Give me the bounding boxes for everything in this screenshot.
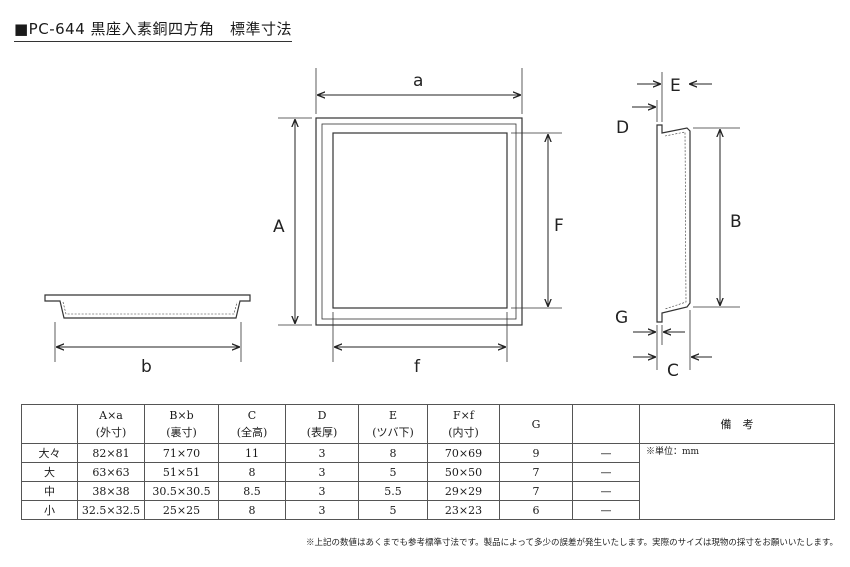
dim-label-E: E	[670, 76, 681, 96]
table-cell: 51×51	[144, 462, 219, 482]
table-cell: 30.5×30.5	[144, 481, 219, 501]
table-cell: 5.5	[358, 481, 428, 501]
table-header-cell: B×b(裏寸)	[144, 404, 219, 444]
dim-label-A: A	[273, 217, 285, 237]
dim-label-b: b	[141, 357, 152, 377]
table-cell: 小	[21, 500, 78, 520]
side-section-view	[656, 72, 740, 370]
table-cell: 8	[218, 500, 286, 520]
table-cell: 3	[285, 462, 359, 482]
footnote: ※上記の数値はあくまでも参考標準寸法です。製品によって多少の誤差が発生いたします…	[305, 538, 838, 548]
dim-label-D: D	[616, 118, 629, 138]
table-cell: 3	[285, 500, 359, 520]
table-cell: 38×38	[77, 481, 145, 501]
table-cell: 7	[499, 481, 573, 501]
table-header-cell: G	[499, 404, 573, 444]
table-header-row: A×a(外寸) B×b(裏寸) C(全高) D(表厚) E(ツバ下) F×f(内…	[21, 404, 835, 444]
table-cell: 50×50	[427, 462, 500, 482]
table-cell: 大々	[21, 443, 78, 463]
table-header-cell	[572, 404, 640, 444]
table-row: 大々 82×81 71×70 11 3 8 70×69 9 — ※単位：mm	[21, 443, 835, 520]
table-cell: 3	[285, 481, 359, 501]
table-header-cell: A×a(外寸)	[77, 404, 145, 444]
table-cell: 9	[499, 443, 573, 463]
table-cell: 63×63	[77, 462, 145, 482]
table-header-cell: E(ツバ下)	[358, 404, 428, 444]
table-header-cell: C(全高)	[218, 404, 286, 444]
dim-label-a: a	[413, 71, 423, 91]
dim-label-F: F	[554, 216, 564, 236]
table-header-cell	[21, 404, 78, 444]
table-cell: 29×29	[427, 481, 500, 501]
table-header-cell: F×f(内寸)	[427, 404, 500, 444]
table-cell: —	[572, 481, 640, 501]
table-cell: 23×23	[427, 500, 500, 520]
table-cell: —	[572, 500, 640, 520]
page-title: ■PC-644 黒座入素銅四方角 標準寸法	[14, 18, 293, 42]
table-cell: 8	[218, 462, 286, 482]
table-cell: 大	[21, 462, 78, 482]
table-cell: 32.5×32.5	[77, 500, 145, 520]
table-cell: 82×81	[77, 443, 145, 463]
table-cell: 6	[499, 500, 573, 520]
dimension-table: A×a(外寸) B×b(裏寸) C(全高) D(表厚) E(ツバ下) F×f(内…	[21, 404, 835, 520]
bottom-profile-view	[44, 294, 251, 362]
dim-label-f: f	[414, 357, 421, 377]
table-cell: 11	[218, 443, 286, 463]
technical-drawing: a A F f b E D B G C	[44, 68, 742, 381]
table-header-cell: D(表厚)	[285, 404, 359, 444]
dim-label-G: G	[615, 308, 628, 328]
table-cell: 7	[499, 462, 573, 482]
table-cell: —	[572, 443, 640, 463]
table-cell: 71×70	[144, 443, 219, 463]
dim-label-B: B	[730, 212, 742, 232]
table-cell: 3	[285, 443, 359, 463]
table-cell: 70×69	[427, 443, 500, 463]
table-cell: 8	[358, 443, 428, 463]
table-row: 小 32.5×32.5 25×25 8 3 5 23×23 6 —	[21, 500, 835, 520]
table-cell: 中	[21, 481, 78, 501]
table-cell: 8.5	[218, 481, 286, 501]
table-header-cell: 備 考	[639, 404, 835, 444]
table-cell: 25×25	[144, 500, 219, 520]
table-cell: 5	[358, 500, 428, 520]
front-view	[278, 68, 562, 362]
table-cell: —	[572, 462, 640, 482]
dim-label-C: C	[667, 361, 679, 381]
remarks-cell: ※単位：mm	[639, 443, 835, 520]
table-cell: 5	[358, 462, 428, 482]
